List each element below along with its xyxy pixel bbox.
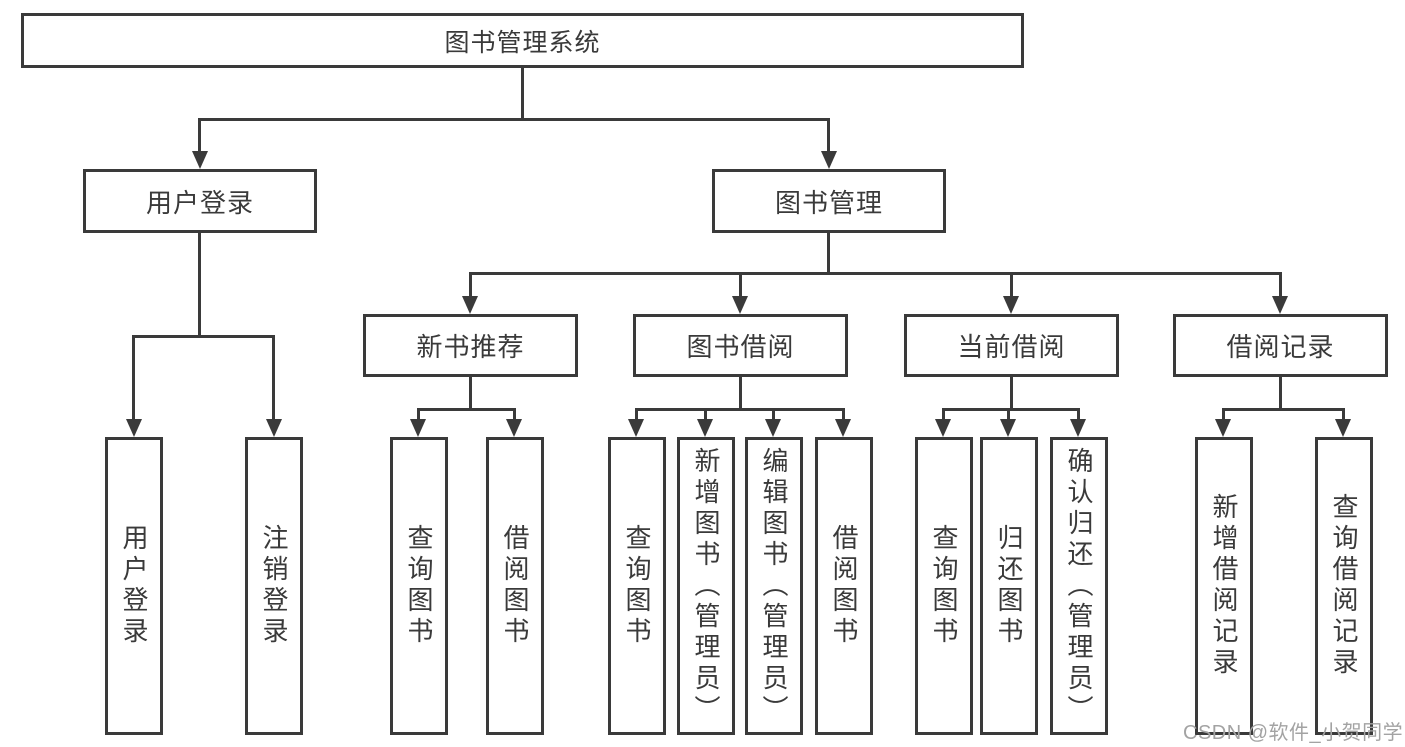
connector-line [635, 408, 638, 419]
connector-line [1279, 377, 1282, 408]
arrowhead-icon [697, 419, 713, 437]
connector-line [198, 233, 201, 335]
connector-line [1279, 272, 1282, 296]
leaf-query-books-2: 查询图书 [608, 437, 666, 735]
connector-line [739, 272, 742, 296]
connector-line [942, 408, 945, 419]
node-book-management: 图书管理 [712, 169, 946, 233]
arrowhead-icon [1272, 296, 1288, 314]
connector-line [272, 335, 275, 419]
arrowhead-icon [462, 296, 478, 314]
connector-line [1077, 408, 1080, 419]
leaf-query-borrow-record-label: 查询借阅记录 [1329, 493, 1359, 679]
arrowhead-icon [1003, 296, 1019, 314]
leaf-user-login-label: 用户登录 [119, 524, 149, 648]
arrowhead-icon [1000, 419, 1016, 437]
arrowhead-icon [506, 419, 522, 437]
node-book-management-label: 图书管理 [774, 187, 883, 218]
leaf-add-borrow-record-label: 新增借阅记录 [1209, 493, 1239, 679]
node-borrow-records: 借阅记录 [1173, 314, 1388, 377]
leaf-borrow-books-2: 借阅图书 [815, 437, 873, 735]
leaf-logout: 注销登录 [245, 437, 303, 735]
leaf-confirm-return-admin: 确认归还（管理员） [1050, 437, 1108, 735]
leaf-logout-label: 注销登录 [259, 524, 289, 648]
connector-line [469, 377, 472, 408]
connector-line [513, 408, 516, 419]
node-new-book-recommend-label: 新书推荐 [416, 332, 525, 362]
arrowhead-icon [628, 419, 644, 437]
connector-line [417, 408, 516, 411]
node-current-borrow-label: 当前借阅 [957, 332, 1066, 362]
leaf-borrow-books-2-label: 借阅图书 [829, 524, 859, 648]
node-book-borrow: 图书借阅 [633, 314, 848, 377]
node-current-borrow: 当前借阅 [904, 314, 1119, 377]
arrowhead-icon [1215, 419, 1231, 437]
node-root-system: 图书管理系统 [21, 13, 1024, 68]
leaf-add-borrow-record: 新增借阅记录 [1195, 437, 1253, 735]
connector-line [635, 408, 845, 411]
node-new-book-recommend: 新书推荐 [363, 314, 578, 377]
arrowhead-icon [192, 151, 208, 169]
arrowhead-icon [935, 419, 951, 437]
connector-line [1222, 408, 1225, 419]
arrowhead-icon [1335, 419, 1351, 437]
connector-line [827, 233, 830, 272]
leaf-add-books-admin-label: 新增图书（管理员） [691, 446, 721, 726]
node-borrow-records-label: 借阅记录 [1226, 332, 1335, 362]
connector-line [1342, 408, 1345, 419]
leaf-return-books: 归还图书 [980, 437, 1038, 735]
leaf-query-borrow-record: 查询借阅记录 [1315, 437, 1373, 735]
connector-line [739, 377, 742, 408]
connector-line [1222, 408, 1345, 411]
node-book-borrow-label: 图书借阅 [686, 332, 795, 362]
arrowhead-icon [266, 419, 282, 437]
node-user-login: 用户登录 [83, 169, 317, 233]
leaf-return-books-label: 归还图书 [994, 524, 1024, 648]
arrowhead-icon [765, 419, 781, 437]
leaf-edit-books-admin-label: 编辑图书（管理员） [759, 446, 789, 726]
leaf-query-books-2-label: 查询图书 [622, 524, 652, 648]
connector-line [417, 408, 420, 419]
arrowhead-icon [126, 419, 142, 437]
node-user-login-label: 用户登录 [145, 187, 254, 218]
leaf-confirm-return-admin-label: 确认归还（管理员） [1064, 446, 1094, 726]
leaf-edit-books-admin: 编辑图书（管理员） [745, 437, 803, 735]
connector-line [1010, 272, 1013, 296]
arrowhead-icon [410, 419, 426, 437]
connector-line [827, 118, 830, 151]
arrowhead-icon [1070, 419, 1086, 437]
leaf-borrow-books-1: 借阅图书 [486, 437, 544, 735]
connector-line [772, 408, 775, 419]
leaf-query-books-1-label: 查询图书 [404, 524, 434, 648]
connector-line [1010, 377, 1013, 408]
connector-line [1007, 408, 1010, 419]
connector-line [469, 272, 1282, 275]
leaf-query-books-3-label: 查询图书 [929, 524, 959, 648]
connector-line [469, 272, 472, 296]
connector-line [704, 408, 707, 419]
connector-line [942, 408, 1080, 411]
leaf-query-books-3: 查询图书 [915, 437, 973, 735]
leaf-add-books-admin: 新增图书（管理员） [677, 437, 735, 735]
connector-line [198, 118, 201, 151]
leaf-query-books-1: 查询图书 [390, 437, 448, 735]
leaf-borrow-books-1-label: 借阅图书 [500, 524, 530, 648]
connector-line [198, 118, 830, 121]
leaf-user-login: 用户登录 [105, 437, 163, 735]
connector-line [132, 335, 135, 419]
arrowhead-icon [835, 419, 851, 437]
csdn-watermark: CSDN @软件_小贺同学 [1183, 722, 1404, 744]
connector-line [521, 68, 524, 118]
node-root-label: 图书管理系统 [444, 28, 601, 57]
arrowhead-icon [732, 296, 748, 314]
connector-line [132, 335, 275, 338]
arrowhead-icon [821, 151, 837, 169]
connector-line [842, 408, 845, 419]
